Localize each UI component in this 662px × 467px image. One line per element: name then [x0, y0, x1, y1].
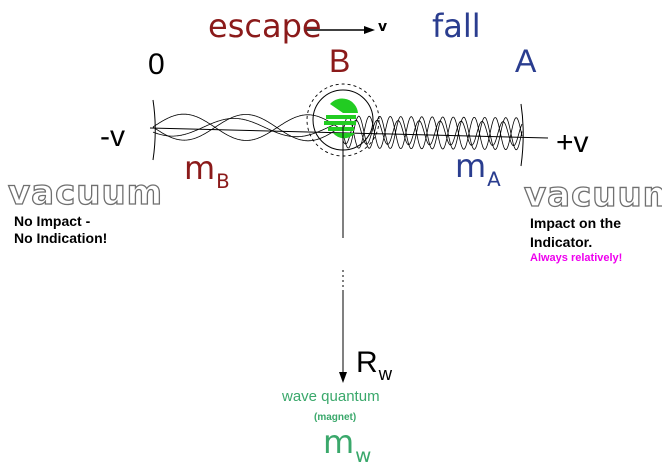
m-b-label: mB — [184, 149, 230, 193]
vacuum-right-label: vacuum — [523, 175, 662, 215]
left-long-waves — [152, 113, 341, 142]
right-wave-1 — [342, 115, 523, 151]
radius-arrow-head — [339, 372, 347, 383]
no-impact-text: No Impact - — [14, 213, 91, 229]
escape-label: escape — [208, 7, 322, 45]
left-wave-2 — [152, 113, 341, 141]
wave-quantum-text: wave quantum — [282, 388, 380, 405]
minus-v-label: -v — [100, 120, 125, 153]
v-arrow-label: v — [378, 19, 388, 35]
particle-green-core — [324, 98, 358, 139]
plus-v-label: +v — [556, 126, 589, 159]
r-w-label: Rw — [356, 346, 393, 385]
impact-line1-text: Impact on the — [530, 215, 622, 231]
left-wave-3 — [152, 118, 341, 138]
m-w-label: mw — [323, 423, 372, 467]
fall-label: fall — [432, 7, 481, 45]
zero-label: 0 — [148, 48, 165, 81]
impact-line2-text: Indicator. — [530, 234, 593, 250]
left-wave-1 — [152, 114, 341, 142]
always-relatively-text: Always relatively! — [530, 252, 623, 264]
point-a-label: A — [515, 43, 537, 79]
left-boundary-tick — [152, 99, 156, 161]
vacuum-left-label: vacuum — [7, 173, 164, 213]
point-b-label: B — [329, 43, 351, 79]
right-wave-3 — [342, 119, 523, 147]
m-a-label: mA — [455, 147, 501, 191]
right-boundary-tick — [520, 103, 524, 167]
no-indication-text: No Indication! — [14, 230, 108, 246]
magnet-text: (magnet) — [314, 412, 357, 423]
escape-arrow-head — [364, 26, 375, 34]
